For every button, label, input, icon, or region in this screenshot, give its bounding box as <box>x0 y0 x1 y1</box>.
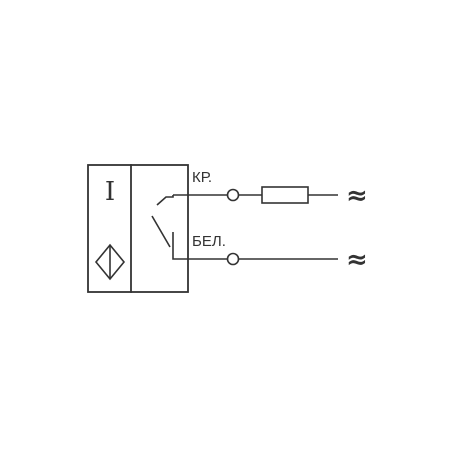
resistor-icon <box>261 186 309 204</box>
sensor-body <box>87 164 189 293</box>
ac-symbol-top: ≈ <box>346 181 368 211</box>
sensor-type-mark: I <box>105 177 115 207</box>
diamond-with-bar-icon <box>94 243 126 281</box>
sensor-outline <box>87 164 189 293</box>
wire-label-bottom: БЕЛ. <box>192 233 226 250</box>
wire-label-top: КР. <box>192 169 212 186</box>
wire-top <box>173 186 338 204</box>
wire-bottom <box>226 252 338 266</box>
terminal-bottom <box>226 252 240 266</box>
ac-symbol-bottom: ≈ <box>346 245 368 275</box>
normally-open-contact-icon <box>151 195 228 260</box>
terminal-top <box>226 188 240 202</box>
